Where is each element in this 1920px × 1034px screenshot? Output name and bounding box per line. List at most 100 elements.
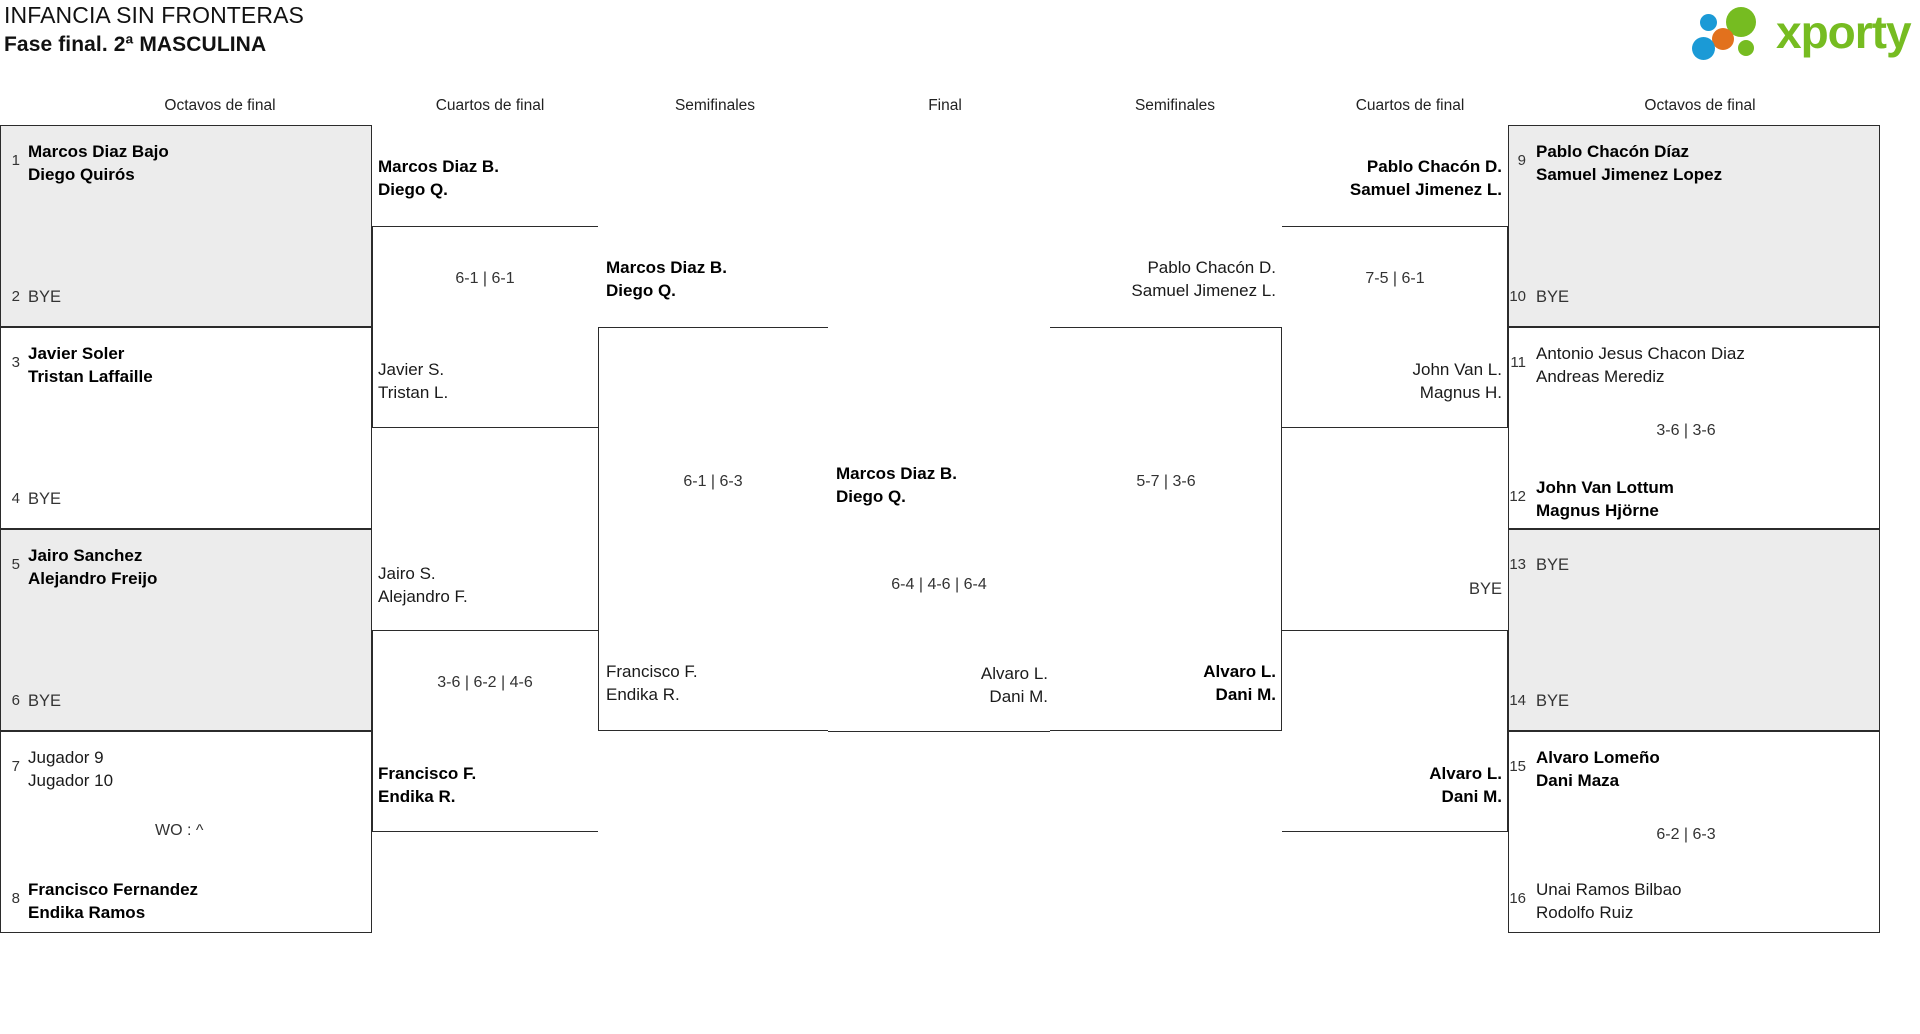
player-line-2: Diego Q. bbox=[606, 281, 676, 300]
player-names-seed-5: Jairo Sanchez Alejandro Freijo bbox=[28, 544, 157, 590]
player-line-2: Endika Ramos bbox=[28, 903, 146, 922]
sf-left-2-names: Francisco F. Endika R. bbox=[606, 660, 698, 706]
player-names-seed-16: Unai Ramos Bilbao Rodolfo Ruiz bbox=[1536, 878, 1682, 924]
match-box-left-1[interactable] bbox=[0, 125, 372, 327]
player-line-1: Alvaro Lomeño bbox=[1536, 748, 1660, 767]
seed-number-3: 3 bbox=[11, 354, 20, 371]
player-line-1: Pablo Chacón D. bbox=[1147, 258, 1276, 277]
match-box-right-4[interactable] bbox=[1508, 731, 1880, 933]
player-line-1: Alvaro L. bbox=[980, 664, 1048, 683]
player-line-1: Francisco Fernandez bbox=[28, 880, 199, 899]
player-line-1: Jugador 9 bbox=[28, 748, 104, 767]
player-names-seed-2: BYE bbox=[28, 288, 62, 306]
sf-right-score: 5-7 | 3-6 bbox=[1136, 473, 1196, 490]
player-line-1: Pablo Chacón D. bbox=[1366, 157, 1502, 176]
player-line-2: Jugador 10 bbox=[28, 771, 114, 790]
player-line-1: Unai Ramos Bilbao bbox=[1536, 880, 1682, 899]
match-box-left-4[interactable] bbox=[0, 731, 372, 933]
player-line-1: Francisco F. bbox=[378, 764, 477, 783]
player-names-seed-13: BYE bbox=[1536, 556, 1570, 574]
round-header-semis-right: Semifinales bbox=[1134, 97, 1216, 114]
sf-left-score: 6-1 | 6-3 bbox=[683, 473, 743, 490]
connector-left-qf-bottom bbox=[372, 630, 598, 832]
player-line-2: Rodolfo Ruiz bbox=[1536, 903, 1634, 922]
seed-number-6: 6 bbox=[11, 692, 20, 709]
player-line-2: Dani M. bbox=[989, 687, 1048, 706]
final-divider-line bbox=[828, 731, 1050, 732]
xporty-logo: xporty bbox=[1692, 4, 1912, 60]
qf-right-4-names: Alvaro L. Dani M. bbox=[1282, 762, 1502, 808]
seed-number-12: 12 bbox=[1509, 488, 1526, 505]
player-line-2: Dani Maza bbox=[1536, 771, 1620, 790]
round-header-octavos-right: Octavos de final bbox=[1644, 97, 1756, 114]
match-box-right-3[interactable] bbox=[1508, 529, 1880, 731]
player-line-1: John Van Lottum bbox=[1536, 478, 1674, 497]
player-line-2: Diego Q. bbox=[836, 487, 906, 506]
seed-number-2: 2 bbox=[11, 288, 20, 305]
qf-left-2-names: Javier S. Tristan L. bbox=[378, 358, 448, 404]
qf-left-score-top: 6-1 | 6-1 bbox=[455, 270, 515, 287]
player-line-2: Diego Q. bbox=[378, 180, 448, 199]
qf-right-score-top: 7-5 | 6-1 bbox=[1365, 270, 1425, 287]
player-line-2: Alejandro F. bbox=[378, 587, 468, 606]
player-line-2: Tristan Laffaille bbox=[28, 367, 153, 386]
qf-right-3-names: BYE bbox=[1468, 580, 1502, 598]
player-names-seed-4: BYE bbox=[28, 490, 62, 508]
player-names-seed-6: BYE bbox=[28, 692, 62, 710]
player-names-seed-14: BYE bbox=[1536, 692, 1570, 710]
player-line-2: Alejandro Freijo bbox=[28, 569, 158, 588]
match-box-right-1[interactable] bbox=[1508, 125, 1880, 327]
final-score: 6-4 | 4-6 | 6-4 bbox=[891, 576, 987, 593]
player-names-seed-12: John Van Lottum Magnus Hjörne bbox=[1536, 476, 1674, 522]
round-header-octavos-left: Octavos de final bbox=[164, 97, 276, 114]
player-line-1: Antonio Jesus Chacon Diaz bbox=[1536, 344, 1745, 363]
sf-right-1-names: Pablo Chacón D. Samuel Jimenez L. bbox=[1050, 256, 1276, 302]
match-box-left-3[interactable] bbox=[0, 529, 372, 731]
page-subtitle: Fase final. 2ª MASCULINA bbox=[4, 33, 267, 56]
logo-wordmark: xporty bbox=[1776, 6, 1912, 58]
player-names-seed-10: BYE bbox=[1536, 288, 1570, 306]
player-line-1: Marcos Diaz B. bbox=[836, 464, 957, 483]
seed-number-1: 1 bbox=[11, 152, 20, 169]
seed-number-16: 16 bbox=[1509, 890, 1526, 907]
match-score-left-r16-4: WO : ^ bbox=[155, 822, 204, 839]
player-line-1: Francisco F. bbox=[606, 662, 698, 681]
match-score-right-r16-4: 6-2 | 6-3 bbox=[1656, 826, 1716, 843]
round-header-final: Final bbox=[928, 97, 962, 114]
player-names-seed-1: Marcos Diaz Bajo Diego Quirós bbox=[28, 140, 169, 186]
player-line-2: Samuel Jimenez L. bbox=[1131, 281, 1276, 300]
player-line-2: Diego Quirós bbox=[28, 165, 135, 184]
logo-dot-blue-large bbox=[1692, 37, 1715, 60]
logo-dot-blue-small bbox=[1700, 14, 1717, 31]
connector-left-sf bbox=[598, 327, 828, 731]
player-names-seed-8: Francisco Fernandez Endika Ramos bbox=[28, 878, 198, 924]
player-line-2: Andreas Merediz bbox=[1536, 367, 1665, 386]
player-line-2: Endika R. bbox=[378, 787, 456, 806]
sf-right-2-names: Alvaro L. Dani M. bbox=[1050, 660, 1276, 706]
player-line-1: Javier S. bbox=[378, 360, 445, 379]
player-line-2: Magnus Hjörne bbox=[1536, 501, 1659, 520]
qf-right-2-names: John Van L. Magnus H. bbox=[1282, 358, 1502, 404]
qf-left-4-names: Francisco F. Endika R. bbox=[378, 762, 476, 808]
seed-number-8: 8 bbox=[11, 890, 20, 907]
logo-dot-green-small bbox=[1738, 40, 1754, 56]
seed-number-14: 14 bbox=[1509, 692, 1526, 709]
qf-left-3-names: Jairo S. Alejandro F. bbox=[378, 562, 468, 608]
match-box-right-2[interactable] bbox=[1508, 327, 1880, 529]
player-line-1: Marcos Diaz B. bbox=[378, 157, 499, 176]
qf-right-1-names: Pablo Chacón D. Samuel Jimenez L. bbox=[1282, 155, 1502, 201]
match-score-right-r16-2: 3-6 | 3-6 bbox=[1656, 422, 1716, 439]
player-line-1: Javier Soler bbox=[28, 344, 125, 363]
player-line-1: John Van L. bbox=[1412, 360, 1502, 379]
seed-number-13: 13 bbox=[1509, 556, 1526, 573]
logo-dot-orange bbox=[1712, 28, 1734, 50]
seed-number-11: 11 bbox=[1510, 354, 1526, 371]
player-line-2: Endika R. bbox=[606, 685, 680, 704]
sf-left-1-names: Marcos Diaz B. Diego Q. bbox=[606, 256, 727, 302]
player-names-seed-15: Alvaro Lomeño Dani Maza bbox=[1536, 746, 1660, 792]
qf-left-1-names: Marcos Diaz B. Diego Q. bbox=[378, 155, 499, 201]
seed-number-9: 9 bbox=[1517, 152, 1526, 169]
player-names-seed-11: Antonio Jesus Chacon Diaz Andreas Meredi… bbox=[1536, 342, 1745, 388]
match-box-left-2[interactable] bbox=[0, 327, 372, 529]
